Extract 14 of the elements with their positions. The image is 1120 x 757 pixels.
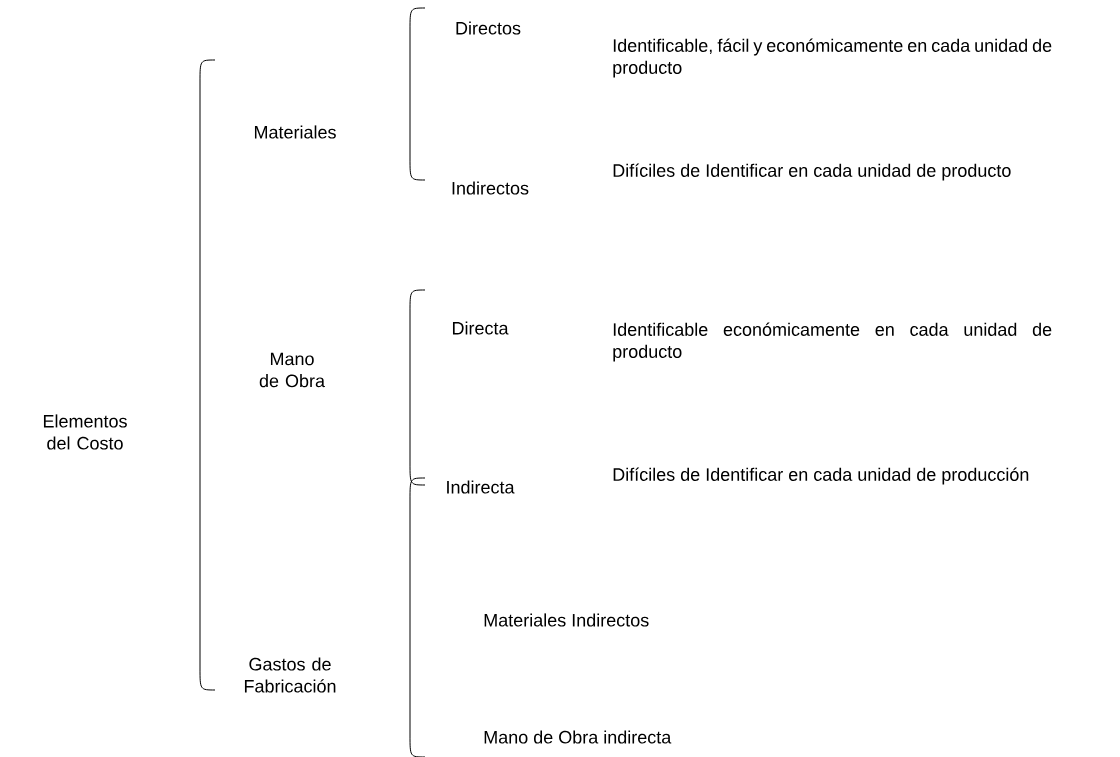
subcategory-label: Directos xyxy=(456,21,521,35)
root-label: Elementos del Costo xyxy=(43,414,127,450)
subcategory-label: Mano de Obra indirecta xyxy=(484,730,672,744)
subcategory-label: Indirecta xyxy=(447,480,515,494)
description-text: Difíciles de Identificar en cada unidad de producto xyxy=(613,163,1011,181)
description-text: Difíciles de Identificar en cada unidad de producción xyxy=(613,467,1029,485)
category-label: Materiales xyxy=(254,125,336,139)
subcategory-label: Directa xyxy=(452,321,509,335)
category-label: Mano de Obra xyxy=(259,352,325,388)
description-text: Identificable económicamente en cada unidad de producto xyxy=(613,322,1052,362)
subcategory-label: Materiales Indirectos xyxy=(484,613,649,627)
subcategory-label: Indirectos xyxy=(452,181,529,195)
category-label: Gastos de Fabricación xyxy=(244,657,336,693)
description-text: Identificable, fácil y económicamente en cada unidad de producto xyxy=(613,38,1052,78)
